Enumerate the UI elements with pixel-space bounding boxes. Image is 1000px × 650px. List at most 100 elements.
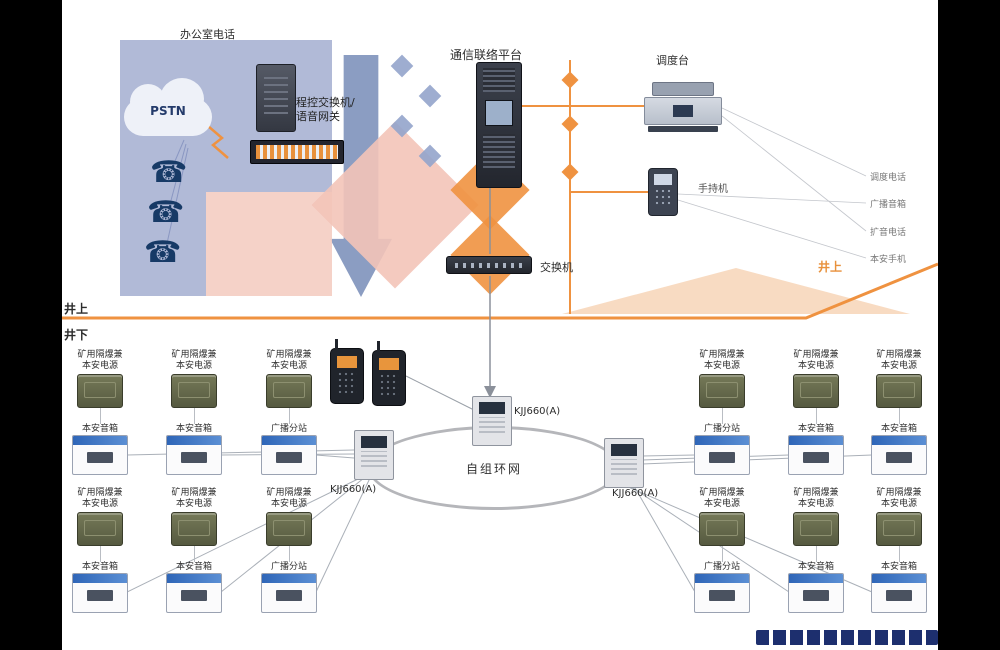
telephone-icon: ☎	[147, 195, 185, 230]
telephone-icon: ☎	[150, 155, 188, 190]
flameproof-power-supply	[876, 511, 922, 546]
device-cluster: 矿用隔爆兼本安电源广播分站	[243, 488, 335, 613]
terminal-label: 本安音箱	[81, 423, 118, 434]
pstn-label: PSTN	[150, 104, 186, 118]
cluster-connector	[99, 545, 101, 562]
decor-blue-diamond-small-1	[390, 54, 414, 78]
cluster-connector	[193, 407, 195, 424]
terminal-label: 本安音箱	[797, 561, 834, 572]
office-phones-label: 办公室电话	[180, 28, 235, 41]
device-cluster: 矿用隔爆兼本安电源本安音箱	[853, 350, 945, 475]
power-supply-label: 矿用隔爆兼本安电源	[266, 488, 312, 509]
cluster-connector	[815, 545, 817, 562]
dispatch-console	[644, 82, 722, 132]
power-supply-label: 矿用隔爆兼本安电源	[266, 350, 312, 371]
broadcast-terminal	[871, 572, 927, 613]
vendor-watermark	[756, 630, 938, 645]
pstn-cloud: PSTN	[118, 76, 218, 140]
flameproof-power-supply	[77, 511, 123, 546]
broadcast-terminal	[72, 434, 128, 475]
decor-peach-triangle	[562, 268, 910, 314]
console-screen-icon	[673, 105, 693, 117]
power-supply-label: 矿用隔爆兼本安电源	[77, 488, 123, 509]
terminal-label: 本安音箱	[880, 561, 917, 572]
terminal-label: 本安音箱	[797, 423, 834, 434]
cluster-connector	[721, 407, 723, 424]
device-cluster: 矿用隔爆兼本安电源广播分站	[676, 350, 768, 475]
terminal-label: 广播分站	[270, 423, 307, 434]
decor-orange-diamond-2	[450, 215, 530, 295]
cluster-connector	[815, 407, 817, 424]
broadcast-terminal	[694, 572, 750, 613]
device-cluster: 矿用隔爆兼本安电源本安音箱	[770, 488, 862, 613]
legend-item: 扩音电话	[870, 228, 907, 238]
zone-underground-label: 井下	[64, 328, 89, 342]
flameproof-power-supply	[876, 373, 922, 408]
legend-item: 广播音箱	[870, 200, 907, 210]
cluster-connector	[721, 545, 723, 562]
power-supply-label: 矿用隔爆兼本安电源	[77, 350, 123, 371]
flameproof-power-supply	[77, 373, 123, 408]
device-cluster: 矿用隔爆兼本安电源本安音箱	[148, 488, 240, 613]
cluster-connector	[288, 545, 290, 562]
kjj660-switch-right	[604, 438, 644, 488]
decor-blue-diamond-small-2	[418, 84, 442, 108]
power-supply-label: 矿用隔爆兼本安电源	[171, 350, 217, 371]
cluster-connector	[193, 545, 195, 562]
broadcast-terminal	[72, 572, 128, 613]
flameproof-power-supply	[793, 373, 839, 408]
power-supply-label: 矿用隔爆兼本安电源	[876, 350, 922, 371]
right-black-bar	[938, 0, 1000, 650]
power-supply-label: 矿用隔爆兼本安电源	[699, 350, 745, 371]
device-cluster: 矿用隔爆兼本安电源本安音箱	[54, 350, 146, 475]
core-switch	[446, 256, 532, 274]
dispatch-label: 调度台	[656, 54, 689, 67]
handset-label: 手持机	[698, 184, 728, 195]
pbx-tower	[256, 64, 296, 132]
kjj660-switch-center	[472, 396, 512, 446]
flameproof-power-supply	[266, 373, 312, 408]
device-cluster: 矿用隔爆兼本安电源本安音箱	[770, 350, 862, 475]
left-black-bar	[0, 0, 62, 650]
cluster-connector	[99, 407, 101, 424]
telephone-icon: ☎	[144, 235, 182, 270]
terminal-label: 本安音箱	[175, 561, 212, 572]
decor-pink-block	[206, 192, 332, 296]
broadcast-terminal	[166, 434, 222, 475]
kjj660-center-label: KJJ660(A)	[514, 406, 561, 417]
kjj660-right-label: KJJ660(A)	[612, 488, 659, 499]
broadcast-terminal	[261, 434, 317, 475]
terminal-label: 广播分站	[270, 561, 307, 572]
device-cluster: 矿用隔爆兼本安电源本安音箱	[853, 488, 945, 613]
switch-label: 交换机	[540, 261, 573, 274]
amplifying-phone-icon	[330, 339, 364, 404]
pbx-label: 程控交换机/ 语音网关	[296, 96, 355, 124]
handset-device	[648, 168, 678, 216]
platform-label: 通信联络平台	[450, 48, 523, 62]
cluster-connector	[898, 545, 900, 562]
power-supply-label: 矿用隔爆兼本安电源	[171, 488, 217, 509]
flameproof-power-supply	[793, 511, 839, 546]
terminal-label: 广播分站	[703, 561, 740, 572]
zone-surface-label: 井上	[64, 302, 89, 316]
broadcast-terminal	[788, 572, 844, 613]
device-cluster: 矿用隔爆兼本安电源广播分站	[676, 488, 768, 613]
voice-gateway-rack	[250, 140, 344, 164]
broadcast-terminal	[261, 572, 317, 613]
broadcast-terminal	[166, 572, 222, 613]
legend-item: 调度电话	[870, 173, 907, 183]
flameproof-power-supply	[171, 511, 217, 546]
legend-item: 本安手机	[870, 255, 907, 265]
device-cluster: 矿用隔爆兼本安电源本安音箱	[54, 488, 146, 613]
ring-network-label: 自组环网	[465, 461, 522, 476]
terminal-label: 本安音箱	[81, 561, 118, 572]
cluster-connector	[288, 407, 290, 424]
broadcast-terminal	[694, 434, 750, 475]
terminal-label: 广播分站	[703, 423, 740, 434]
device-cluster: 矿用隔爆兼本安电源本安音箱	[148, 350, 240, 475]
power-supply-label: 矿用隔爆兼本安电源	[793, 350, 839, 371]
broadcast-terminal	[788, 434, 844, 475]
terminal-label: 本安音箱	[175, 423, 212, 434]
power-supply-label: 矿用隔爆兼本安电源	[699, 488, 745, 509]
